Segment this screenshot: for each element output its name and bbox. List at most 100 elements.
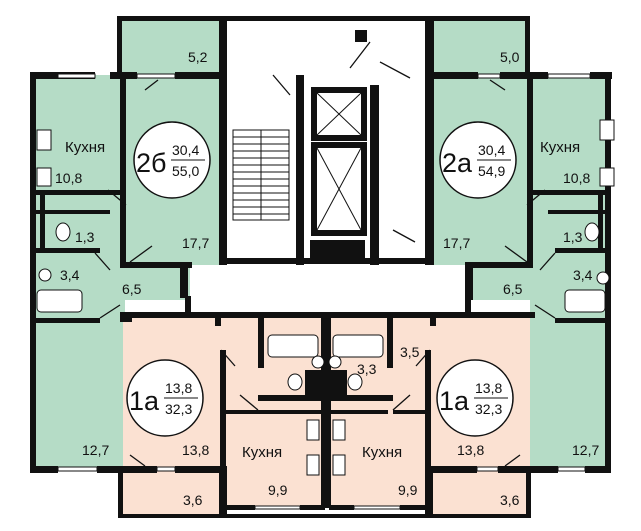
sink-icon [332,454,346,476]
kitchen-label: Кухня [242,444,282,461]
wall [425,466,433,514]
wall [370,85,379,265]
room-bottom-left-far [33,318,123,470]
wall [598,195,603,250]
wall [393,410,430,414]
room-bottom-right-far [530,318,608,470]
area-label: 13,8 [182,442,209,458]
apartment-badge-1a-right: 1а 13,8 32,3 [436,359,514,437]
living-area: 30,4 [172,142,199,158]
wall [117,16,122,76]
wall [220,350,226,468]
toilet-icon [55,222,71,242]
apartment-code: 2а [442,148,473,178]
wall [120,312,190,318]
wall [258,395,393,401]
area-label: 5,0 [500,49,520,65]
wall [465,296,471,318]
room-labels: 5,2 5,0 Кухня Кухня 10,8 10,8 1,3 1,3 17… [55,49,599,508]
wall [175,466,227,473]
area-label: 3,4 [60,267,80,283]
wall [329,505,354,510]
sink-icon [599,167,615,187]
area-label: 1,3 [75,229,95,245]
bathtub-icon [564,289,606,313]
elevator-1-cross [316,92,362,136]
apartment-code: 1а [129,386,160,416]
toilet-icon [584,222,600,242]
wall [40,195,45,250]
balcony-top-right [434,20,530,75]
wall [500,72,548,79]
total-area: 32,3 [475,401,502,417]
wall [219,16,227,81]
washbasin-icon [311,355,325,369]
apartment-badge-1a-left: 1а 13,8 32,3 [126,359,204,437]
toilet-icon [347,373,363,391]
wall [296,75,304,265]
total-area: 55,0 [172,163,199,179]
wall [430,72,478,79]
apartment-badge-2b: 2б 30,4 55,0 [133,121,211,199]
area-label: 12,7 [572,442,599,458]
wall [525,16,530,76]
area-label: 1,3 [563,229,583,245]
washbasin-icon [328,355,342,369]
wall [425,85,434,265]
wall [118,514,530,518]
bathtub-icon [332,334,384,358]
apartment-code: 1а [439,386,470,416]
balcony-bottom-right [430,468,530,516]
wall [305,370,347,395]
wall [97,466,157,473]
area-label: 9,9 [268,482,288,498]
total-area: 32,3 [165,401,192,417]
apartment-badge-2a: 2а 30,4 54,9 [439,121,517,199]
sink-icon [36,167,52,187]
wall [30,190,125,195]
apartment-code: 2б [136,148,166,178]
bathtub-icon [36,289,83,313]
wall [190,312,465,318]
wall [258,410,388,414]
living-area: 30,4 [478,142,505,158]
area-label: 17,7 [443,235,470,251]
wall [527,75,533,267]
washbasin-icon [38,268,52,282]
wall [219,80,227,265]
wall [30,248,100,253]
stove-icon [332,419,346,441]
wall [223,410,258,414]
wall [425,466,477,473]
wall [605,72,611,472]
living-area: 13,8 [165,380,192,396]
wall [30,72,36,472]
total-area: 54,9 [478,163,505,179]
wall [590,72,612,79]
area-label: 12,7 [82,442,109,458]
area-label: 6,5 [122,281,142,297]
wall [219,258,309,264]
wall [400,505,425,510]
area-label: 3,3 [357,361,377,377]
area-label: 3,4 [573,267,593,283]
stairs [232,129,290,221]
wall [465,268,473,300]
wall [355,30,367,42]
windows [57,73,591,510]
wall [258,318,264,368]
wall [175,72,227,79]
wall [300,505,325,510]
wall [548,210,610,214]
wall [120,75,126,267]
wall [585,466,611,473]
stove-icon [36,129,52,151]
wall [465,262,533,268]
wall [219,466,227,514]
wall [30,466,58,473]
wall [304,258,434,264]
wall [465,312,535,318]
wall [118,466,123,518]
wall [30,318,100,323]
sink-icon [306,454,320,476]
